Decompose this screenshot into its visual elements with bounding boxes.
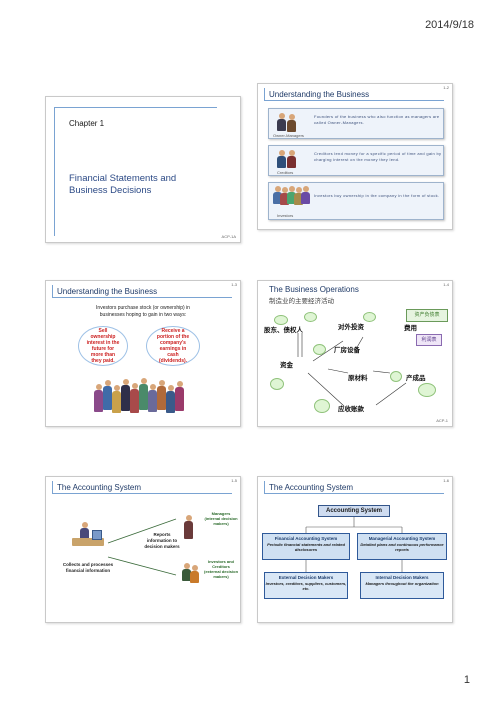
internal-decision-box: Internal Decision Makers Managers throug… — [360, 572, 444, 599]
flow-bubble-icon — [274, 315, 288, 325]
slide-understanding-gains: 1-3 Understanding the Business Investors… — [45, 280, 241, 427]
slide-title: The Accounting System — [52, 481, 232, 494]
financial-accounting-box: Financial Accounting System Periodic fin… — [262, 533, 350, 560]
slide-understanding-roles: 1-2 Understanding the Business Owner-Man… — [257, 83, 453, 230]
creditors-caption: Creditors — [277, 170, 294, 175]
investors-group-icon — [94, 376, 190, 420]
managerial-accounting-title: Managerial Accounting System — [368, 536, 436, 541]
investors-text: Investors buy ownership in the company i… — [314, 193, 440, 198]
income-statement-box: 利润表 — [416, 334, 442, 346]
dividend-oval-text: Receive a portion of the company's earni… — [156, 328, 190, 358]
reports-arrows — [107, 518, 177, 576]
dividend-highlight: (dividends). — [158, 358, 188, 364]
owners-text: Founders of the business who also functi… — [314, 114, 440, 125]
slide-number: 1-4 — [443, 282, 449, 287]
slide-accounting-tree: 1-6 The Accounting System Accounting Sys… — [257, 476, 453, 623]
managers-text: Managers (internal decision makers) — [204, 511, 238, 526]
chapter-label: Chapter 1 — [69, 119, 105, 128]
manager-figure-icon — [184, 515, 193, 539]
internal-decision-title: Internal Decision Makers — [375, 575, 429, 580]
slide-number: 1-3 — [231, 282, 237, 287]
sell-oval: Sell ownership interest in the future fo… — [78, 326, 128, 366]
slide-subtitle: 制造业的主要经济活动 — [269, 297, 334, 305]
dividend-oval: Receive a portion of the company's earni… — [146, 326, 200, 366]
node-materials: 原材料 — [348, 374, 368, 382]
slide-frame — [54, 107, 217, 236]
flow-bubble-icon — [418, 383, 436, 397]
internal-decision-desc: Managers throughout the organization — [365, 581, 439, 586]
operations-arrows — [297, 333, 407, 407]
intro-text: Investors purchase stock (or ownership) … — [56, 305, 230, 319]
slide-code: ACP-1 — [436, 418, 448, 423]
slide-number: 1-5 — [231, 478, 237, 483]
sell-oval-text: Sell ownership interest in the future fo… — [86, 328, 120, 364]
slide-chapter: Chapter 1 Financial Statements and Busin… — [45, 96, 241, 243]
slide-title: The Accounting System — [264, 481, 444, 494]
intro-line1: Investors purchase stock (or ownership) … — [96, 305, 190, 311]
slide-title: Understanding the Business — [264, 88, 444, 101]
print-date: 2014/9/18 — [425, 19, 474, 31]
collects-line1: Collects and processes — [62, 562, 114, 567]
external-decision-box: External Decision Makers Investors, cred… — [264, 572, 348, 599]
creditors-card: Creditors Creditors lend money for a spe… — [268, 145, 444, 176]
flow-bubble-icon — [270, 378, 284, 390]
slide-code: ACP-1A — [221, 234, 236, 239]
slide-title: The Business Operations — [269, 285, 359, 294]
node-capital: 资金 — [280, 361, 293, 369]
node-products: 产成品 — [406, 374, 426, 382]
node-expenses: 费用 — [404, 324, 417, 332]
chapter-title-line1: Financial Statements and — [69, 173, 177, 184]
investor-figure-icon — [182, 563, 202, 585]
external-decision-title: External Decision Makers — [278, 575, 334, 580]
intro-line2: businesses hoping to gain in two ways: — [99, 312, 187, 318]
balance-sheet-box: 资产负债表 — [406, 309, 448, 322]
managerial-accounting-desc: Detailed plans and continuous performanc… — [360, 542, 444, 552]
investors-creditors-text: Investors and Creditors (external decisi… — [204, 559, 239, 579]
flow-bubble-icon — [313, 344, 326, 355]
financial-accounting-title: Financial Accounting System — [274, 536, 338, 541]
owners-card: Owner-Managers Founders of the business … — [268, 108, 444, 139]
financial-accounting-desc: Periodic financial statements and relate… — [267, 542, 345, 552]
slide-title: Understanding the Business — [52, 285, 232, 298]
creditor-figure-icon — [277, 150, 286, 168]
investors-crowd-icon — [273, 186, 313, 208]
node-receivables: 应收账款 — [338, 405, 364, 413]
chapter-title: Financial Statements and Business Decisi… — [69, 173, 176, 197]
accountant-icon — [72, 522, 106, 554]
accounting-system-root: Accounting System — [318, 505, 390, 517]
collects-text: Collects and processes financial informa… — [48, 562, 128, 574]
node-external-invest: 对外投资 — [338, 323, 364, 331]
flow-bubble-icon — [363, 312, 376, 322]
external-decision-desc: Investors, creditors, suppliers, custome… — [265, 581, 347, 591]
flow-bubble-icon — [304, 312, 317, 322]
slide-number: 1-2 — [443, 85, 449, 90]
investors-card: Investors Investors buy ownership in the… — [268, 182, 444, 220]
owner-figure-icon — [287, 114, 296, 132]
slide-business-operations: 1-4 The Business Operations 制造业的主要经济活动 股… — [257, 280, 453, 427]
creditors-text: Creditors lend money for a specific peri… — [314, 151, 442, 162]
flow-bubble-icon — [314, 399, 330, 413]
slide-number: 1-6 — [443, 478, 449, 483]
creditor-figure-icon — [287, 150, 296, 168]
tree-connectors — [305, 517, 403, 572]
managerial-accounting-box: Managerial Accounting System Detailed pl… — [357, 533, 447, 560]
flow-bubble-icon — [390, 371, 402, 382]
node-shareholders: 股东、债权人 — [264, 326, 303, 334]
collects-line2: financial information — [65, 568, 111, 573]
owners-caption: Owner-Managers — [273, 133, 304, 138]
node-plant: 厂房设备 — [334, 346, 360, 354]
chapter-title-line2: Business Decisions — [69, 185, 152, 196]
owner-figure-icon — [277, 113, 286, 131]
income-statement-label: 利润表 — [421, 337, 437, 343]
page-number: 1 — [463, 674, 470, 686]
investors-caption: Investors — [277, 213, 294, 218]
reports-text: Reports information to decision makers — [144, 532, 180, 550]
slide-accounting-flow: 1-5 The Accounting System Collects and p… — [45, 476, 241, 623]
